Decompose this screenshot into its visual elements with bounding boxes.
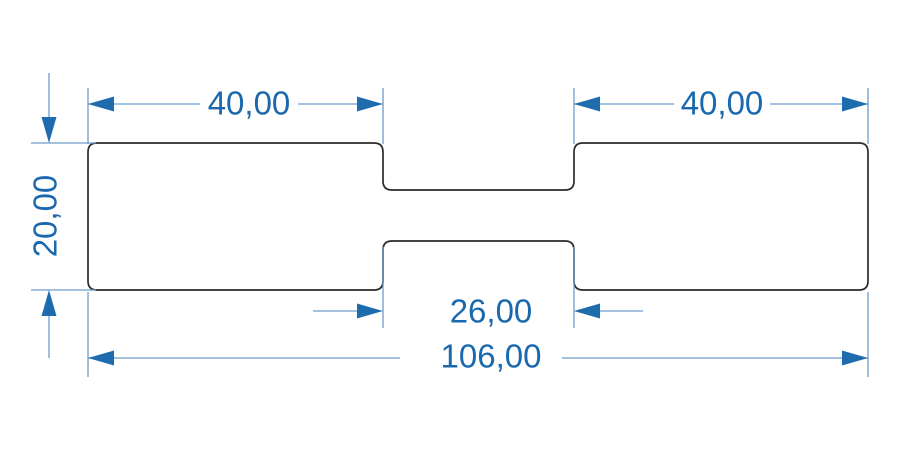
- arrowhead-up-icon: [41, 290, 57, 316]
- arrowhead-right-icon: [842, 350, 868, 366]
- arrowhead-right-icon: [357, 96, 383, 112]
- dimension-total-width: 106,00: [88, 338, 868, 375]
- dimension-label-total: 106,00: [441, 338, 542, 375]
- arrowhead-down-icon: [41, 117, 57, 143]
- part-outline: [87, 142, 869, 291]
- arrowhead-left-icon: [88, 350, 114, 366]
- dimension-label-gauge: 26,00: [450, 293, 533, 330]
- dimension-gauge-width: 26,00: [313, 293, 643, 330]
- arrowhead-left-icon: [574, 96, 600, 112]
- arrowhead-right-icon: [842, 96, 868, 112]
- arrowhead-left-icon: [88, 96, 114, 112]
- dimension-grip-right-width: 40,00: [574, 85, 868, 122]
- arrowhead-left-icon: [574, 303, 600, 319]
- dimension-label-grip-right: 40,00: [681, 85, 764, 122]
- dimension-overall-height: 20,00: [27, 73, 64, 358]
- dimension-label-height: 20,00: [27, 175, 64, 258]
- extension-lines: [31, 88, 869, 377]
- dimension-grip-left-width: 40,00: [88, 85, 383, 122]
- arrowhead-right-icon: [357, 303, 383, 319]
- dimension-label-grip-left: 40,00: [208, 85, 291, 122]
